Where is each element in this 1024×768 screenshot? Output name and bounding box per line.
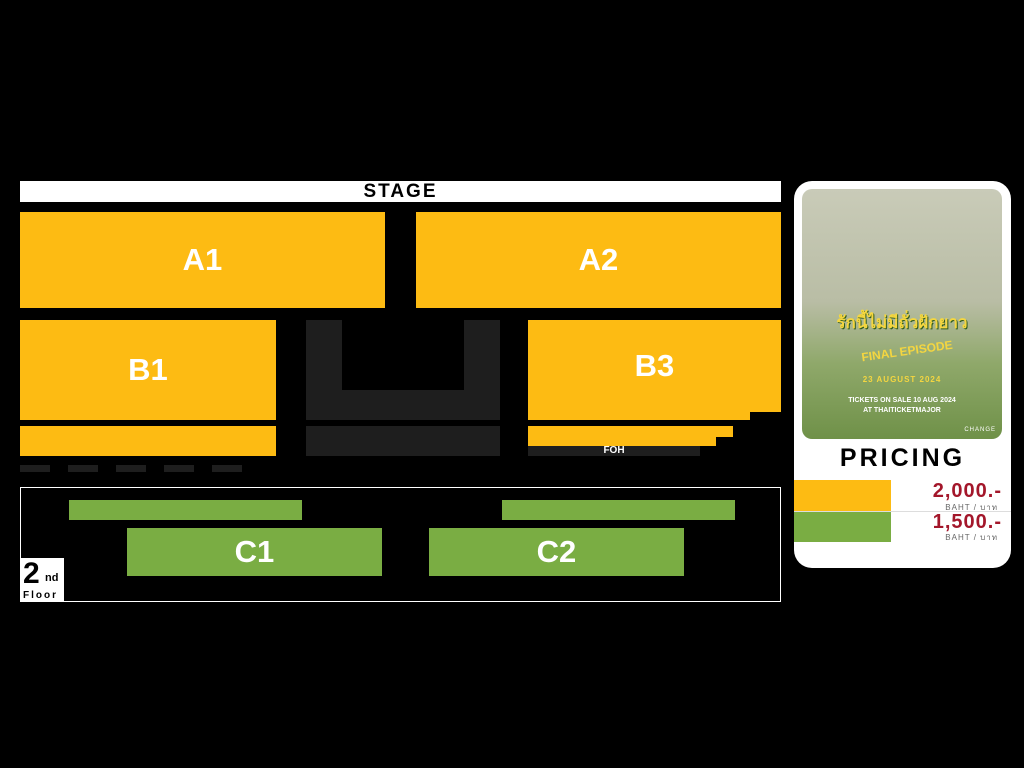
section-b1[interactable]: B1 bbox=[20, 320, 276, 420]
floor-label: 2 nd Floor bbox=[20, 558, 64, 602]
second-floor-area bbox=[20, 487, 781, 602]
floor-number: 2 bbox=[23, 557, 40, 590]
stage: STAGE bbox=[20, 181, 781, 202]
section-a1[interactable]: A1 bbox=[20, 212, 385, 308]
section-b3[interactable]: B3 bbox=[528, 320, 781, 412]
poster-brand: CHANGE bbox=[964, 427, 996, 433]
aisle-marker bbox=[68, 465, 98, 472]
floor-suffix: nd bbox=[45, 572, 59, 584]
aisle-marker bbox=[116, 465, 146, 472]
event-poster: รักนี้ไม่มีถั่วฝักยาว FINAL EPISODE 23 A… bbox=[802, 189, 1002, 439]
section-label: A2 bbox=[578, 242, 619, 277]
foh: FOH bbox=[528, 446, 700, 456]
section-label: A1 bbox=[182, 242, 223, 277]
aisle-marker bbox=[212, 465, 242, 472]
section-b3-step bbox=[528, 411, 750, 420]
price-swatch-green bbox=[794, 512, 891, 542]
b2-cutout bbox=[342, 320, 464, 390]
price-swatch-yellow bbox=[794, 480, 891, 511]
section-label: C2 bbox=[536, 534, 577, 569]
section-label: B3 bbox=[634, 348, 675, 383]
section-c2-front[interactable] bbox=[502, 500, 735, 520]
section-b3-rear[interactable] bbox=[528, 426, 733, 437]
pricing-title: PRICING bbox=[839, 444, 966, 472]
section-b3-rear-step bbox=[528, 436, 716, 446]
section-label: C1 bbox=[234, 534, 275, 569]
poster-subtitle: FINAL EPISODE bbox=[860, 337, 954, 365]
section-c1[interactable]: C1 bbox=[127, 528, 382, 576]
poster-at: AT THAITICKETMAJOR bbox=[863, 407, 941, 414]
poster-date: 23 AUGUST 2024 bbox=[862, 375, 942, 384]
section-c1-front[interactable] bbox=[69, 500, 302, 520]
section-a2[interactable]: A2 bbox=[416, 212, 781, 308]
poster-sale: TICKETS ON SALE 10 AUG 2024 bbox=[848, 397, 956, 404]
section-c2[interactable]: C2 bbox=[429, 528, 684, 576]
divider bbox=[794, 511, 1011, 512]
section-b1-rear[interactable] bbox=[20, 426, 276, 456]
aisle-marker bbox=[164, 465, 194, 472]
section-b2-rear-blocked bbox=[306, 426, 500, 456]
floor-text: Floor bbox=[23, 590, 58, 601]
price-unit: BAHT / บาท bbox=[945, 503, 998, 512]
price-unit: BAHT / บาท bbox=[945, 533, 998, 542]
poster-title: รักนี้ไม่มีถั่วฝักยาว bbox=[836, 313, 968, 332]
section-label: B1 bbox=[128, 352, 168, 387]
price-value: 1,500.- bbox=[932, 511, 1002, 533]
aisle-marker bbox=[20, 465, 50, 472]
price-value: 2,000.- bbox=[932, 480, 1002, 502]
